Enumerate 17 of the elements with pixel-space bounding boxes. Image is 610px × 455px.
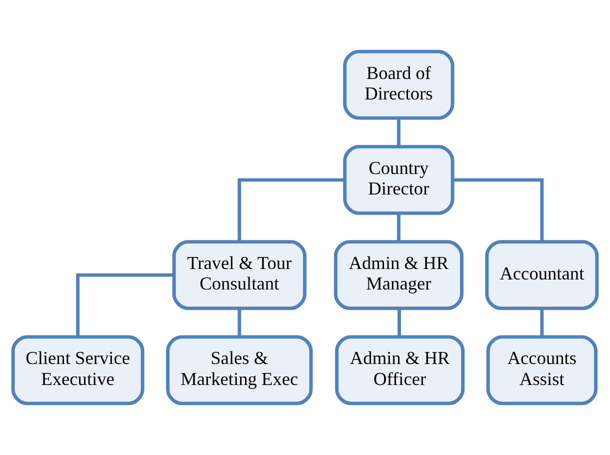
connector [396, 213, 400, 242]
connector [238, 308, 242, 337]
connector [452, 178, 544, 242]
node-box: Admin & HR Manager [334, 240, 464, 310]
node-box: Accountant [485, 240, 599, 310]
connector [76, 273, 174, 337]
node-box: Client Service Executive [11, 335, 144, 406]
node-box: Country Director [343, 144, 454, 215]
connector [396, 118, 400, 147]
connector [398, 308, 401, 337]
node-box: Board of Directors [343, 50, 454, 120]
node-box: Travel & Tour Consultant [172, 240, 306, 310]
connector [238, 178, 345, 242]
node-box: Sales & Marketing Exec [166, 335, 313, 406]
connector [540, 308, 544, 337]
node-box: Admin & HR Officer [335, 335, 465, 406]
node-box: Accounts Assist [486, 335, 598, 406]
